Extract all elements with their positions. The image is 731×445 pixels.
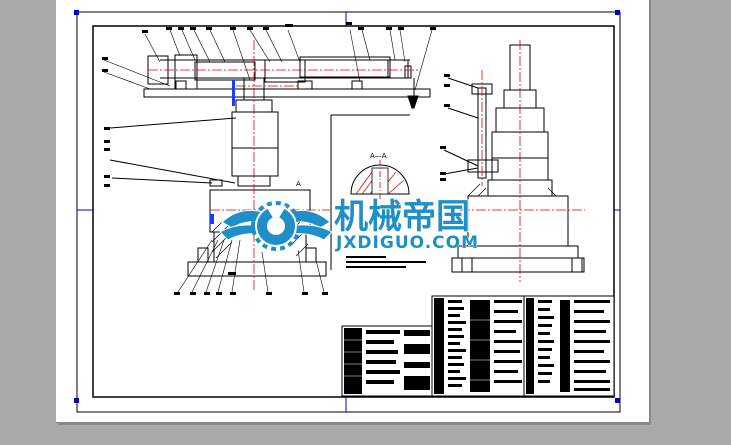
side-balloon-labels (440, 74, 450, 181)
page-edge (649, 0, 651, 422)
highlight-marks (210, 80, 250, 224)
centerlines (148, 40, 585, 290)
gear-wings-logo-icon (219, 201, 333, 251)
watermark-title: 机械帝国 (334, 197, 470, 237)
watermark-url: JXDIGUO.COM (335, 233, 479, 253)
trim-frame (76, 11, 621, 413)
view-label: A (296, 180, 301, 188)
corner-marks (74, 10, 620, 403)
watermark: 机械帝国 JXDIGUO.COM (219, 196, 479, 254)
section-label: A—A (370, 152, 387, 160)
section-view-a-a: A—A A (296, 152, 410, 200)
title-block (341, 295, 615, 397)
leader-lines (103, 29, 433, 293)
border-frame (92, 25, 615, 398)
balloon-labels (102, 22, 436, 295)
page-shadow (58, 422, 651, 425)
